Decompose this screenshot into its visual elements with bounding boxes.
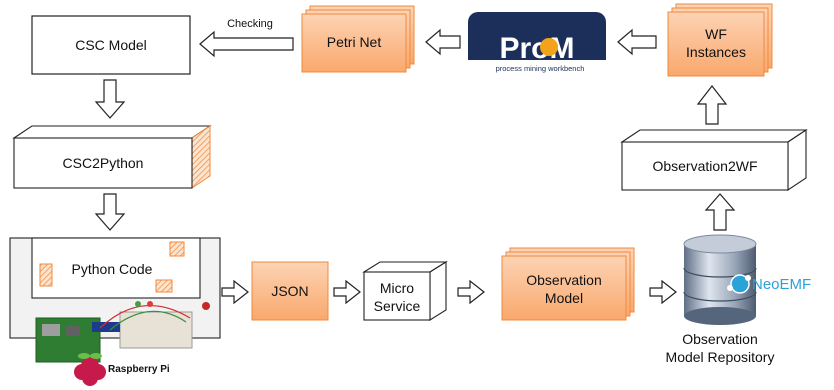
json-box: JSON	[251, 261, 329, 321]
petri-net-stack: Petri Net	[301, 5, 415, 73]
raspberry-pi-label: Raspberry Pi	[108, 364, 170, 375]
arrow-csc-model-down	[94, 79, 126, 119]
micro-service-box: Micro Service	[362, 261, 448, 321]
repository-label-1: Observation	[682, 331, 757, 347]
prom-logo: ProM process mining workbench	[468, 12, 608, 76]
hatch-marker	[169, 241, 185, 257]
micro-service-label-2: Service	[374, 298, 421, 314]
prom-helmet-icon	[540, 38, 558, 56]
python-code-panel: Python Code Raspberry Pi	[9, 237, 221, 386]
raspberry-pi-logo	[74, 353, 106, 386]
wf-instances-label-1: WF	[705, 26, 727, 42]
csc-model-label: CSC Model	[75, 37, 147, 53]
arrow-repository-up	[704, 193, 736, 231]
observation2wf-box: Observation2WF	[620, 128, 808, 192]
checking-arrow: Checking	[199, 18, 294, 58]
hatch-marker	[155, 279, 173, 293]
arrow-prom-to-petri	[425, 28, 461, 56]
arrow-observation-model-to-repository	[649, 279, 677, 305]
arrow-csc2python-down	[94, 193, 126, 231]
observation-model-label-2: Model	[545, 290, 583, 306]
observation-model-stack: Observation Model	[501, 247, 635, 321]
micro-service-label-1: Micro	[380, 280, 414, 296]
prom-logo-text: ProM	[500, 32, 575, 65]
observation-model-label-1: Observation	[526, 272, 601, 288]
arrow-json-to-microservice	[333, 279, 361, 305]
prom-tagline: process mining workbench	[496, 64, 585, 73]
arrow-wf-to-prom	[617, 28, 657, 56]
neoemf-logo: NeoEMF	[727, 274, 811, 294]
csc-model-box: CSC Model	[31, 15, 191, 75]
csc2python-box: CSC2Python	[12, 125, 212, 189]
petri-net-label: Petri Net	[327, 34, 382, 50]
database-icon	[683, 234, 757, 325]
observation2wf-label: Observation2WF	[652, 158, 757, 174]
python-code-label: Python Code	[72, 261, 153, 277]
repository-label-2: Model Repository	[666, 349, 775, 365]
arrow-microservice-to-observation-model	[457, 279, 485, 305]
wf-instances-stack: WF Instances	[667, 3, 773, 77]
arrow-python-to-json	[221, 279, 249, 305]
checking-label: Checking	[227, 18, 273, 30]
csc2python-label: CSC2Python	[63, 155, 144, 171]
arrow-observation2wf-up	[696, 85, 728, 125]
wf-instances-label-2: Instances	[686, 44, 746, 60]
hatch-marker	[39, 263, 53, 287]
neoemf-label: NeoEMF	[752, 276, 811, 293]
json-label: JSON	[271, 283, 308, 299]
